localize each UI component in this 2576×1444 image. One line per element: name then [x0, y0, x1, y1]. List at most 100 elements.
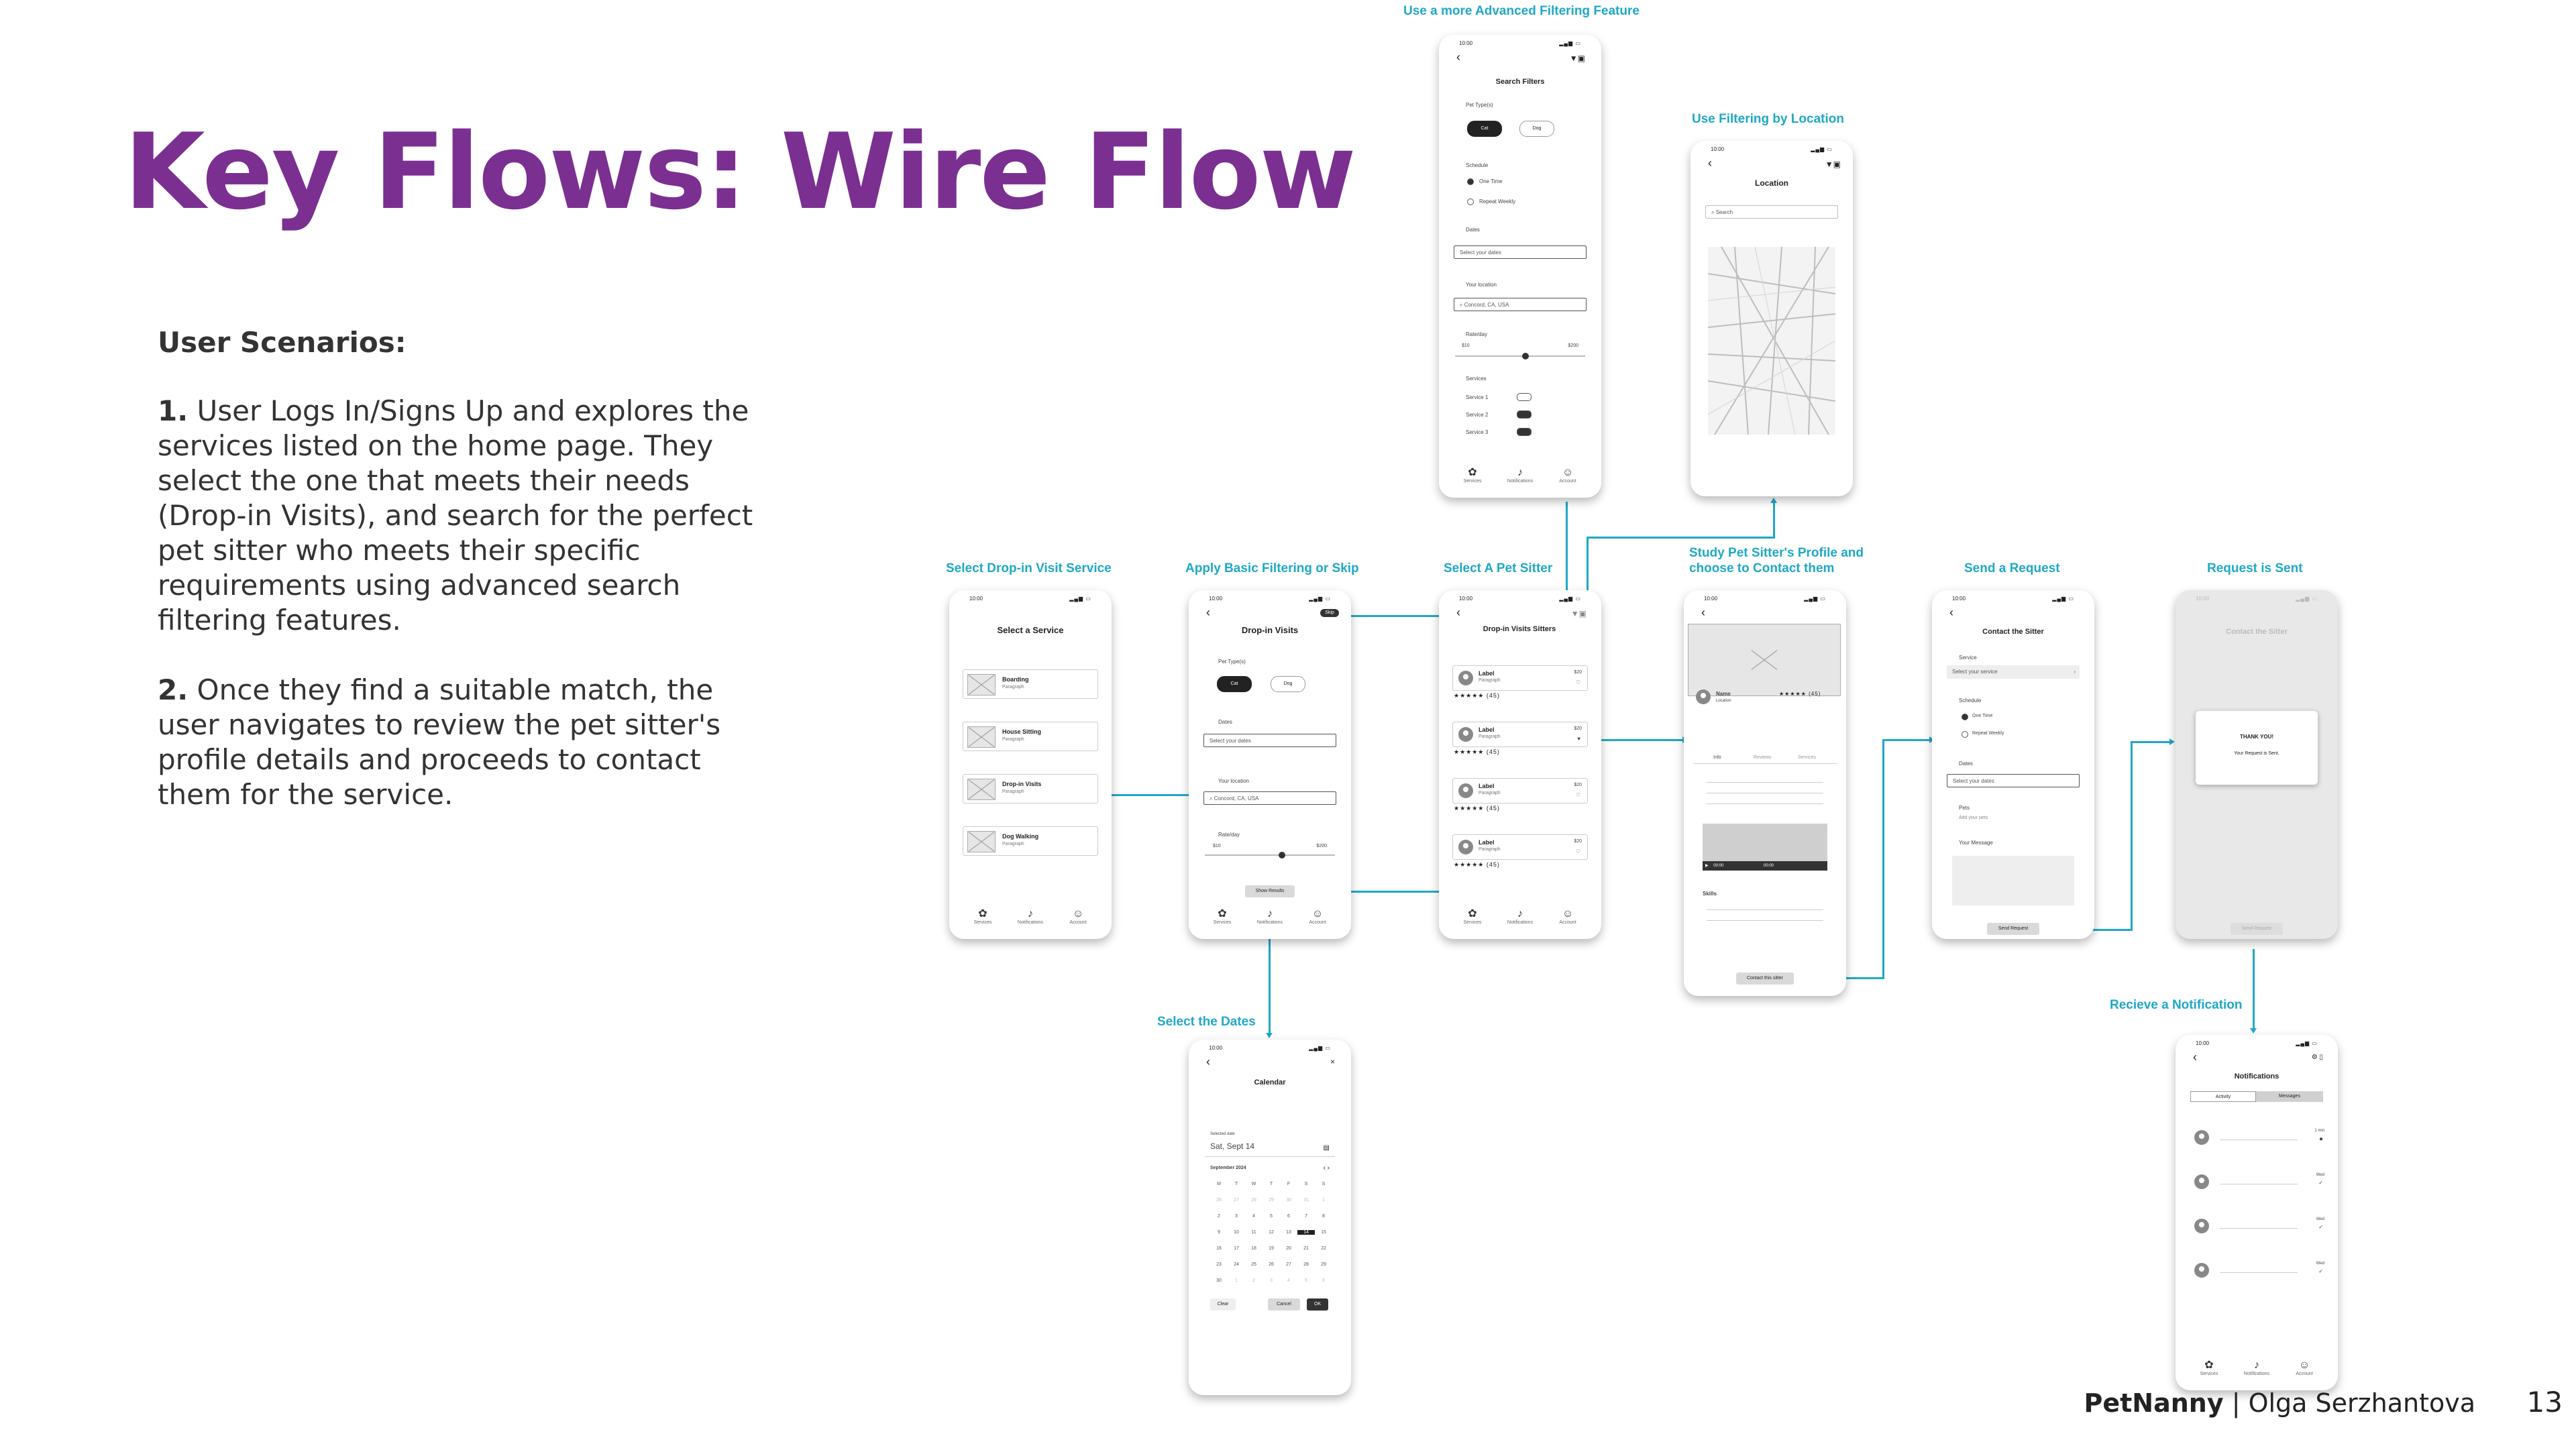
cancel-button[interactable]: Cancel: [1268, 1298, 1300, 1311]
dates-input[interactable]: Select your dates: [1454, 245, 1587, 259]
dog-chip[interactable]: Dog: [1519, 121, 1554, 137]
close-icon[interactable]: ×: [1330, 1057, 1335, 1066]
rating: ★★★★★ (45): [1454, 805, 1500, 812]
back-icon[interactable]: ‹: [1949, 606, 1953, 619]
tab-notifications[interactable]: ♪Notifications: [1500, 908, 1540, 925]
tab-account[interactable]: ☺Account: [2284, 1359, 2324, 1376]
filter-icon[interactable]: ▼▣: [1569, 54, 1585, 63]
slider-knob[interactable]: [1279, 852, 1285, 858]
tab-services[interactable]: ✿Services: [2189, 1359, 2229, 1376]
account-icon: ☺: [1072, 908, 1084, 920]
send-request-button[interactable]: Send Request: [2231, 923, 2283, 935]
filter-icon[interactable]: ▼▣: [1570, 609, 1587, 618]
send-request-button[interactable]: Send Request: [1987, 923, 2039, 935]
show-results-button[interactable]: Show Results: [1245, 885, 1295, 897]
contact-sitter-button[interactable]: Contact this sitter: [1736, 973, 1794, 985]
tab-account[interactable]: ☺Account: [1548, 908, 1588, 925]
search-input[interactable]: ⌕ Search: [1705, 205, 1838, 219]
video-player[interactable]: ▶ 00:00 00:00: [1703, 824, 1827, 871]
tab-notifications[interactable]: ♪Notifications: [2237, 1359, 2277, 1376]
tab-notifications[interactable]: ♪Notifications: [1500, 467, 1540, 484]
back-icon[interactable]: ‹: [1701, 606, 1705, 619]
heart-icon[interactable]: ♡: [1575, 792, 1580, 798]
heart-icon[interactable]: ♥: [1577, 736, 1580, 742]
month-nav[interactable]: ‹ ›: [1323, 1164, 1330, 1172]
one-time-label: One Time: [1479, 178, 1503, 184]
tab-account[interactable]: ☺Account: [1297, 908, 1338, 925]
pets-input[interactable]: Add your pets: [1959, 816, 1988, 820]
map-view[interactable]: [1708, 247, 1835, 435]
tab-services[interactable]: ✿Services: [963, 908, 1003, 925]
edit-icon[interactable]: ▤: [1323, 1144, 1330, 1152]
dates-input[interactable]: Select your dates: [1947, 774, 2080, 787]
tab-info[interactable]: Info: [1713, 755, 1721, 760]
heart-icon[interactable]: ♡: [1575, 679, 1580, 685]
service-3-label: Service 3: [1466, 429, 1489, 435]
service-1-toggle[interactable]: [1517, 393, 1532, 401]
phone-notifications: 10:00▂▄▆ ▭ ‹ ⚙ ▯ Notifications Activity …: [2176, 1035, 2338, 1390]
slider-knob[interactable]: [1522, 353, 1529, 359]
radio-one-time[interactable]: [1467, 178, 1474, 185]
filter-icon[interactable]: ▼▣: [1825, 160, 1841, 169]
play-icon[interactable]: ▶: [1705, 864, 1709, 868]
tab-reviews[interactable]: Reviews: [1754, 755, 1772, 760]
location-input[interactable]: ⌕ Concord, CA, USA: [1454, 298, 1587, 311]
tab-notifications[interactable]: ♪Notifications: [1010, 908, 1051, 925]
service-3-toggle[interactable]: [1517, 428, 1532, 436]
ok-button[interactable]: OK: [1307, 1298, 1328, 1311]
skip-button[interactable]: Skip: [1320, 609, 1339, 617]
settings-icon[interactable]: ⚙ ▯: [2311, 1054, 2323, 1061]
cat-chip[interactable]: Cat: [1217, 676, 1252, 692]
rate-label: Rate/day: [1218, 832, 1240, 838]
radio-repeat[interactable]: [1467, 199, 1474, 205]
tab-account[interactable]: ☺Account: [1058, 908, 1098, 925]
back-icon[interactable]: ‹: [1456, 606, 1460, 619]
back-icon[interactable]: ‹: [1206, 606, 1210, 619]
back-icon[interactable]: ‹: [1206, 1055, 1210, 1068]
dog-chip[interactable]: Dog: [1271, 676, 1305, 692]
location-input[interactable]: ⌕ Concord, CA, USA: [1203, 791, 1336, 805]
screen-title: Drop-in Visits Sitters: [1483, 625, 1556, 633]
rate-slider[interactable]: [1455, 353, 1585, 359]
radio-one-time[interactable]: [1962, 714, 1968, 720]
back-icon[interactable]: ‹: [1456, 50, 1460, 64]
back-icon[interactable]: ‹: [1708, 156, 1712, 170]
dates-input[interactable]: Select your dates: [1203, 734, 1336, 747]
search-icon: ⌕: [1711, 209, 1716, 215]
back-icon[interactable]: ‹: [2193, 1050, 2197, 1064]
phone-sitters-list: 10:00▂▄▆ ▭ ‹ ▼▣ Drop-in Visits Sitters L…: [1439, 590, 1601, 939]
month-selector[interactable]: September 2024: [1210, 1166, 1246, 1170]
heart-icon[interactable]: ♡: [1575, 848, 1580, 854]
cat-chip[interactable]: Cat: [1467, 121, 1502, 137]
clear-button[interactable]: Clear: [1210, 1298, 1236, 1311]
tab-services[interactable]: Services: [1798, 755, 1816, 760]
radio-repeat[interactable]: [1962, 731, 1968, 738]
rate-slider[interactable]: [1205, 852, 1335, 858]
tab-activity[interactable]: Activity: [2190, 1091, 2256, 1102]
tab-messages[interactable]: Messages: [2256, 1091, 2323, 1102]
tab-account[interactable]: ☺Account: [1548, 467, 1588, 484]
message-textarea[interactable]: [1952, 856, 2074, 905]
avatar: [1458, 840, 1473, 854]
tab-services[interactable]: ✿Services: [1452, 908, 1493, 925]
service-select[interactable]: Select your service›: [1947, 665, 2080, 679]
tab-notifications[interactable]: ♪Notifications: [1250, 908, 1290, 925]
tab-services[interactable]: ✿Services: [1452, 467, 1493, 484]
service-2-toggle[interactable]: [1517, 410, 1532, 419]
screen-title: Location: [1755, 178, 1788, 188]
tab-services[interactable]: ✿Services: [1202, 908, 1242, 925]
